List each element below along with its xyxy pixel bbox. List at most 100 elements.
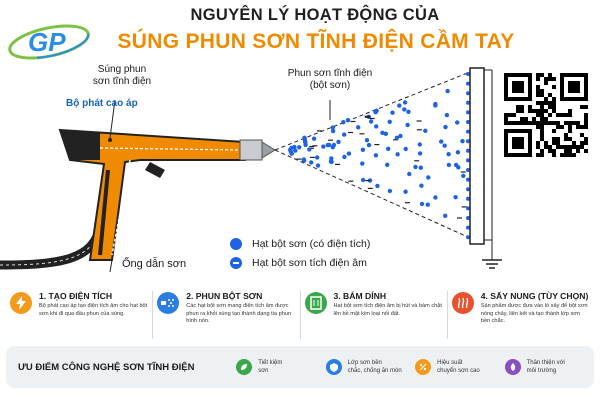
deposited-particle [466, 206, 470, 211]
powder-particle [406, 109, 411, 114]
ground-symbol [482, 259, 502, 269]
powder-particle [417, 142, 422, 147]
advantages-title: ƯU ĐIỂM CÔNG NGHỆ SƠN TĨNH ĐIỆN [18, 361, 195, 373]
step-1: 1. TẠO ĐIỆN TÍCH Bộ phát cao áp tạo điện… [6, 291, 154, 339]
advantage-line1: Thân thiện với [526, 360, 565, 366]
step-description: Hạt bột sơn tích điện âm bị hút và bám c… [333, 303, 442, 317]
powder-particle [407, 171, 412, 177]
powder-particle [419, 201, 425, 207]
powder-particle [342, 132, 347, 137]
powder-particle [419, 183, 424, 188]
deposited-particle [466, 235, 470, 240]
powder-particle [328, 159, 334, 164]
step-title: 1. TẠO ĐIỆN TÍCH [39, 291, 113, 301]
generator-label: Bộ phát cao áp [66, 98, 138, 109]
powder-particle [341, 120, 346, 125]
company-logo: GP [8, 24, 90, 60]
powder-particle [443, 124, 448, 130]
powder-particle [446, 162, 452, 168]
deposited-particle [466, 216, 470, 220]
spray-gun [58, 128, 276, 261]
powder-particle [315, 155, 320, 160]
step-title: 3. BÁM DÍNH [333, 291, 387, 301]
powder-particle [402, 100, 408, 105]
powder-particle [461, 173, 466, 178]
title-line-1: NGUYÊN LÝ HOẠT ĐỘNG CỦA [190, 6, 440, 24]
shield-icon [325, 359, 342, 375]
powder-particle [360, 147, 366, 152]
deposited-particle [466, 72, 470, 76]
eco-icon [504, 359, 521, 375]
powder-particle [387, 119, 392, 124]
powder-particle [442, 143, 447, 148]
hose-label: Ống dẫn sơn [122, 258, 187, 270]
powder-particles [288, 72, 470, 240]
legend-negative: Hạt bột sơn tích điện âm [230, 257, 367, 269]
powder-particle [439, 139, 444, 144]
powder-particle [315, 163, 321, 168]
adhesion-icon [304, 292, 327, 314]
powder-particle [403, 189, 408, 194]
step-title: 2. PHUN BỘT SƠN [186, 291, 263, 301]
charged-particle-icon [230, 238, 242, 250]
powder-particle [356, 125, 361, 130]
powder-particle [402, 107, 407, 112]
powder-particle [346, 151, 352, 156]
powder-particle [336, 139, 341, 145]
legend-negative-label: Hạt bột sơn tích điện âm [252, 257, 367, 269]
step-description: Sản phẩm được đưa vào lò sấy để bột sơn … [480, 303, 588, 325]
powder-particle [373, 153, 379, 158]
powder-particle [386, 146, 391, 151]
powder-particle [383, 131, 388, 136]
powder-particle [445, 88, 450, 94]
step-2: 2. PHUN BỘT SƠN Các hạt bột sơn mang điệ… [153, 291, 301, 339]
powder-particle [374, 124, 379, 129]
powder-particle [321, 144, 326, 149]
powder-particle [373, 110, 378, 115]
advantage-line1: Lớp sơn bền [347, 360, 382, 366]
deposited-particle [466, 129, 470, 134]
powder-particle [327, 142, 332, 148]
powder-particle [360, 161, 365, 166]
deposited-particle [466, 110, 470, 115]
heat-icon [451, 292, 474, 314]
powder-particle [330, 128, 336, 134]
powder-particle [460, 139, 465, 144]
spray-icon [157, 292, 180, 314]
powder-particle [342, 154, 347, 160]
deposited-particle [466, 187, 470, 192]
powder-particle [368, 119, 374, 124]
powder-particle [297, 145, 302, 150]
spray-label-line2: (bột sơn) [309, 80, 351, 91]
powder-particle [433, 195, 438, 200]
powder-particle [395, 152, 400, 157]
powder-particle [360, 177, 366, 183]
powder-particle [309, 160, 314, 165]
spray-label-line1: Phun sơn tĩnh điện [287, 68, 373, 79]
powder-particle [387, 188, 393, 194]
powder-particle [330, 125, 335, 130]
gun-label-line1: Súng phun [97, 64, 147, 75]
percent-icon [415, 359, 432, 375]
step-title: 4. SẤY NUNG (TÙY CHỌN) [480, 291, 589, 301]
metal-panel [469, 67, 485, 245]
powder-particle [380, 130, 385, 135]
advantage-line1: Tiết kiệm [258, 360, 283, 366]
powder-particle [301, 158, 307, 163]
powder-particle [455, 150, 461, 155]
deposited-particle [466, 139, 470, 144]
powder-particle [364, 138, 370, 143]
powder-particle [311, 136, 317, 141]
advantage-line1: Hiệu suất [437, 360, 463, 366]
powder-particle [293, 148, 298, 153]
deposited-particle [466, 225, 470, 230]
process-steps: 1. TẠO ĐIỆN TÍCH Bộ phát cao áp tạo điện… [6, 291, 594, 339]
powder-particle [307, 147, 312, 152]
legend-charged: Hạt bột sơn (có điện tích) [230, 238, 370, 250]
spray-diagram [0, 67, 502, 273]
powder-particle [331, 142, 337, 148]
step-4: 4. SẤY NUNG (TÙY CHỌN) Sản phẩm được đưa… [448, 291, 594, 339]
